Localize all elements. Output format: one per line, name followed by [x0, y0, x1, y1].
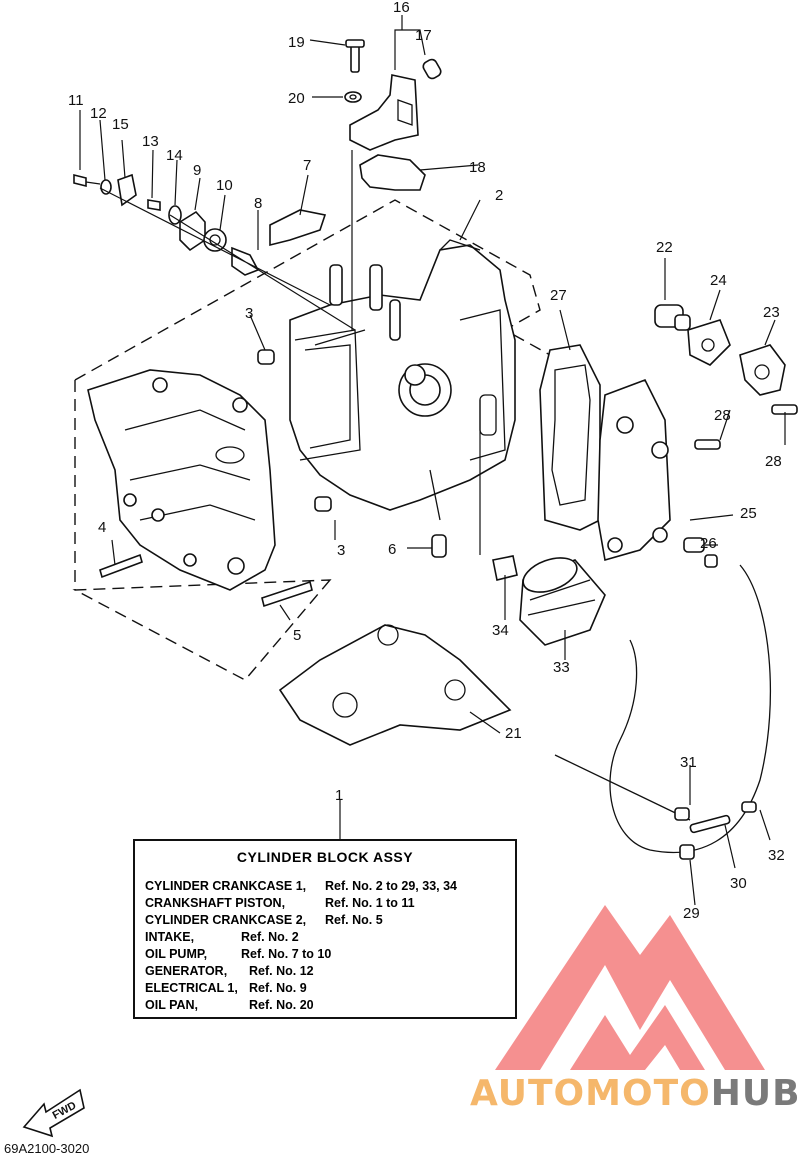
- callout-21: 21: [505, 725, 522, 742]
- oil-pump-components: [73, 173, 356, 331]
- table-row: CYLINDER CRANKCASE 1, Ref. No. 2 to 29, …: [145, 879, 457, 893]
- callout-20: 20: [288, 90, 305, 107]
- oil-pan-gasket: [278, 624, 512, 746]
- callout-10: 10: [216, 177, 233, 194]
- fwd-arrow-icon: FWD: [22, 1088, 85, 1138]
- callout-11: 11: [68, 92, 84, 109]
- table-row: ELECTRICAL 1, Ref. No. 9: [145, 981, 307, 995]
- callout-23: 23: [763, 304, 780, 321]
- callout-15: 15: [112, 116, 129, 133]
- row-name: OIL PAN,: [145, 998, 199, 1012]
- callout-5: 5: [293, 627, 301, 644]
- callout-3a: 3: [245, 305, 253, 322]
- callout-18: 18: [469, 159, 486, 176]
- callout-22: 22: [656, 239, 673, 256]
- brand-part-1: AUTOMOTO: [470, 1073, 711, 1114]
- row-name: CYLINDER CRANKCASE 1,: [145, 879, 307, 893]
- callout-28b: 28: [765, 453, 782, 470]
- callout-27: 27: [550, 287, 567, 304]
- callout-14: 14: [166, 147, 183, 164]
- callout-24: 24: [710, 272, 727, 289]
- filter-group: [99, 349, 606, 646]
- row-ref: Ref. No. 7 to 10: [241, 947, 332, 961]
- callout-17: 17: [415, 27, 432, 44]
- brand-wordmark: AUTOMOTOHUB: [470, 1073, 800, 1114]
- callout-4: 4: [98, 519, 106, 536]
- row-name: GENERATOR,: [145, 964, 228, 978]
- row-ref: Ref. No. 20: [249, 998, 314, 1012]
- callout-16: 16: [393, 0, 410, 16]
- table-row: GENERATOR, Ref. No. 12: [145, 964, 314, 978]
- row-ref: Ref. No. 9: [249, 981, 307, 995]
- callout-9: 9: [193, 162, 201, 179]
- row-name: CRANKSHAFT PISTON,: [145, 896, 286, 910]
- crankcase-2-part: [87, 369, 276, 591]
- table-row: OIL PUMP, Ref. No. 7 to 10: [145, 947, 331, 961]
- row-name: ELECTRICAL 1,: [145, 981, 238, 995]
- callout-25: 25: [740, 505, 757, 522]
- table-row: OIL PAN, Ref. No. 20: [145, 998, 314, 1012]
- table-title: CYLINDER BLOCK ASSY: [236, 849, 414, 865]
- row-name: CYLINDER CRANKCASE 2,: [145, 913, 307, 927]
- callout-28a: 28: [714, 407, 731, 424]
- brand-part-2: HUB: [710, 1073, 800, 1114]
- callout-3b: 3: [337, 542, 345, 559]
- callout-6: 6: [388, 541, 396, 558]
- row-ref: Ref. No. 5: [325, 913, 383, 927]
- brand-logo-icon: [495, 905, 765, 1070]
- callout-1: 1: [335, 787, 343, 804]
- callout-19: 19: [288, 34, 305, 51]
- callout-34: 34: [492, 622, 509, 639]
- row-name: INTAKE,: [145, 930, 195, 944]
- callout-32: 32: [768, 847, 785, 864]
- callout-2: 2: [495, 187, 503, 204]
- callout-12: 12: [90, 105, 107, 122]
- callout-30: 30: [730, 875, 747, 892]
- callout-labels: 1 2 3 3 4 5 6 7 8 9 10 11 12 13 14 15 16…: [68, 0, 785, 922]
- callout-31: 31: [680, 754, 697, 771]
- table-row: INTAKE, Ref. No. 2: [145, 930, 299, 944]
- callout-26: 26: [700, 535, 717, 552]
- table-row: CYLINDER CRANKCASE 2, Ref. No. 5: [145, 913, 383, 927]
- callout-13: 13: [142, 133, 159, 150]
- row-ref: Ref. No. 12: [249, 964, 314, 978]
- leader-lines: [79, 15, 786, 906]
- oil-pump-cover-group: [344, 39, 442, 191]
- document-code: 69A2100-3020: [4, 1141, 90, 1156]
- assembly-reference-table: CYLINDER BLOCK ASSY CYLINDER CRANKCASE 1…: [133, 839, 517, 1019]
- side-cover-group: [539, 304, 798, 562]
- callout-29: 29: [683, 905, 700, 922]
- crankcase-1-part: [289, 239, 516, 521]
- row-ref: Ref. No. 2: [241, 930, 299, 944]
- callout-33: 33: [553, 659, 570, 676]
- row-ref: Ref. No. 1 to 11: [325, 896, 415, 910]
- callout-8: 8: [254, 195, 262, 212]
- callout-7: 7: [303, 157, 311, 174]
- hose-assembly: [554, 537, 772, 860]
- row-name: OIL PUMP,: [145, 947, 208, 961]
- table-row: CRANKSHAFT PISTON, Ref. No. 1 to 11: [145, 896, 415, 910]
- row-ref: Ref. No. 2 to 29, 33, 34: [325, 879, 457, 893]
